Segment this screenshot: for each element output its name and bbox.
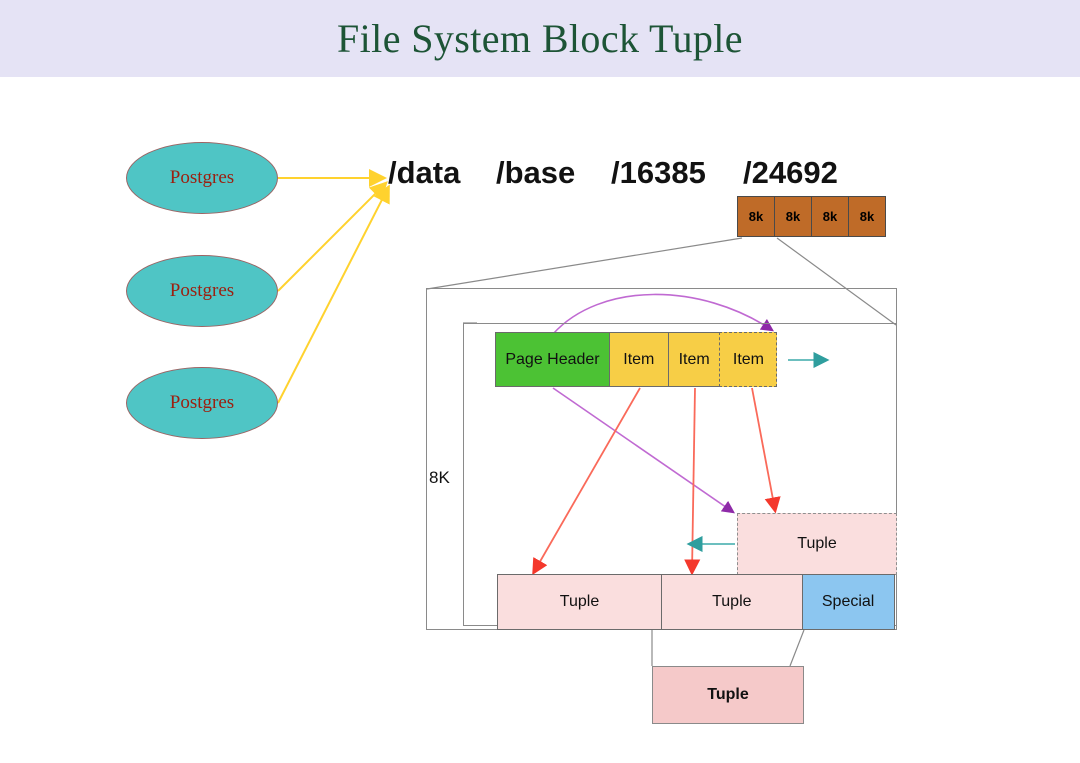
instance-arrows [277,169,390,404]
tuple-cell-2[interactable]: Tuple [660,574,803,630]
postgres-instance-label: Postgres [169,167,235,188]
page-title: File System Block Tuple [337,16,743,61]
page-header-label: Page Header [505,350,600,368]
special-label: Special [821,593,875,610]
postgres-instance-label: Postgres [169,392,235,413]
block-cell[interactable]: 8k [811,196,849,237]
item-label: Item [623,350,655,368]
page-tuple-row: Tuple Tuple Special [497,574,895,630]
postgres-instance-1[interactable]: Postgres [126,142,278,214]
free-space-arrows [686,351,830,553]
tuple-detail-cell[interactable]: Tuple [652,666,804,724]
postgres-instance-label: Postgres [169,280,235,301]
page-header-cell[interactable]: Page Header [495,332,610,387]
path-segment-relfilenode: /24692 [743,155,838,190]
tuple-label: Tuple [712,593,752,610]
tuple-cell-1[interactable]: Tuple [497,574,662,630]
page-size-label: 8K [429,468,450,487]
tuple-detail-label: Tuple [707,686,749,703]
page-pointer-arrows [552,293,774,514]
path-segment-dboid: /16385 [611,155,706,190]
block-cell[interactable]: 8k [737,196,775,237]
block-label: 8k [822,209,838,224]
item-pointer-cell-3[interactable]: Item [719,332,778,387]
path-segment-base: /base [496,155,576,190]
item-pointer-cell-2[interactable]: Item [667,332,721,387]
page-header-item-row: Page Header Item Item Item [495,332,778,387]
tuple-label: Tuple [559,593,600,610]
block-cell[interactable]: 8k [774,196,812,237]
tuple-expansion-connectors [651,629,805,667]
item-label: Item [678,350,710,368]
tuple-label: Tuple [797,535,837,552]
item-label: Item [732,350,764,368]
block-label: 8k [748,209,764,224]
path-segment-data: /data [388,155,461,190]
postgres-instance-2[interactable]: Postgres [126,255,278,327]
special-space-cell[interactable]: Special [801,574,895,630]
block-label: 8k [785,209,801,224]
title-banner [0,0,1080,77]
block-label: 8k [859,209,875,224]
block-strip: 8k 8k 8k 8k [737,196,886,237]
postgres-instance-3[interactable]: Postgres [126,367,278,439]
item-pointer-cell-1[interactable]: Item [608,332,669,387]
block-cell[interactable]: 8k [848,196,886,237]
new-tuple-cell[interactable]: Tuple [737,513,897,575]
